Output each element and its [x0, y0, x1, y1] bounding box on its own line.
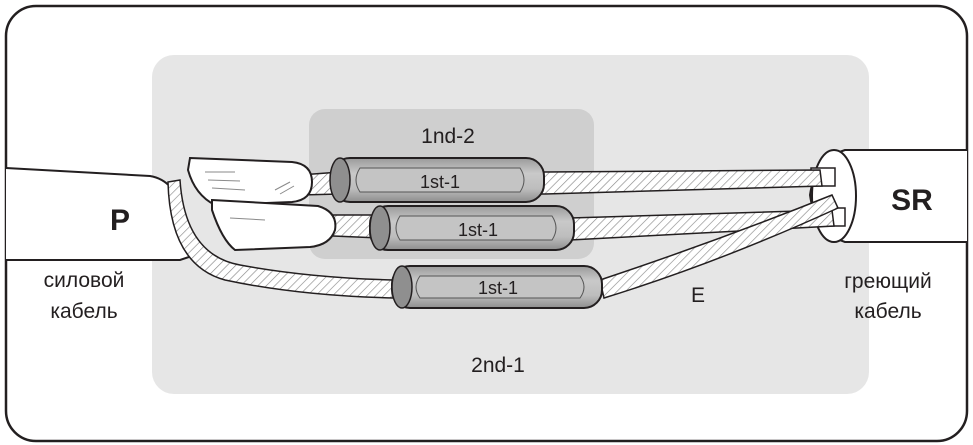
sleeve-bottom-label: 1st-1 [478, 278, 518, 298]
power-cable-caption-line1: силовой [44, 269, 125, 292]
insulation-lines [205, 171, 295, 221]
power-cable-stripped-top [186, 156, 314, 207]
heating-cable-letter: SR [891, 184, 933, 217]
sleeve-middle [369, 205, 575, 251]
power-cable-caption-line2: кабель [50, 300, 117, 323]
earth-wire-label: E [691, 284, 705, 307]
sleeve-bottom [391, 265, 603, 309]
sleeve-middle-label: 1st-1 [458, 220, 498, 240]
heating-cable-end [811, 149, 857, 243]
sleeve-top-label: 1st-1 [420, 172, 460, 192]
inner-sleeve-group-label: 1nd-2 [421, 125, 475, 148]
heating-cable-caption-line2: кабель [854, 300, 921, 323]
power-cable-stripped-bottom [211, 198, 337, 252]
heating-cable-caption-line1: греющий [844, 270, 932, 293]
outer-sleeve-label: 2nd-1 [471, 354, 525, 377]
earth-wire-right [599, 194, 839, 299]
power-cable-letter: P [110, 204, 130, 237]
sleeve-top [329, 157, 545, 203]
